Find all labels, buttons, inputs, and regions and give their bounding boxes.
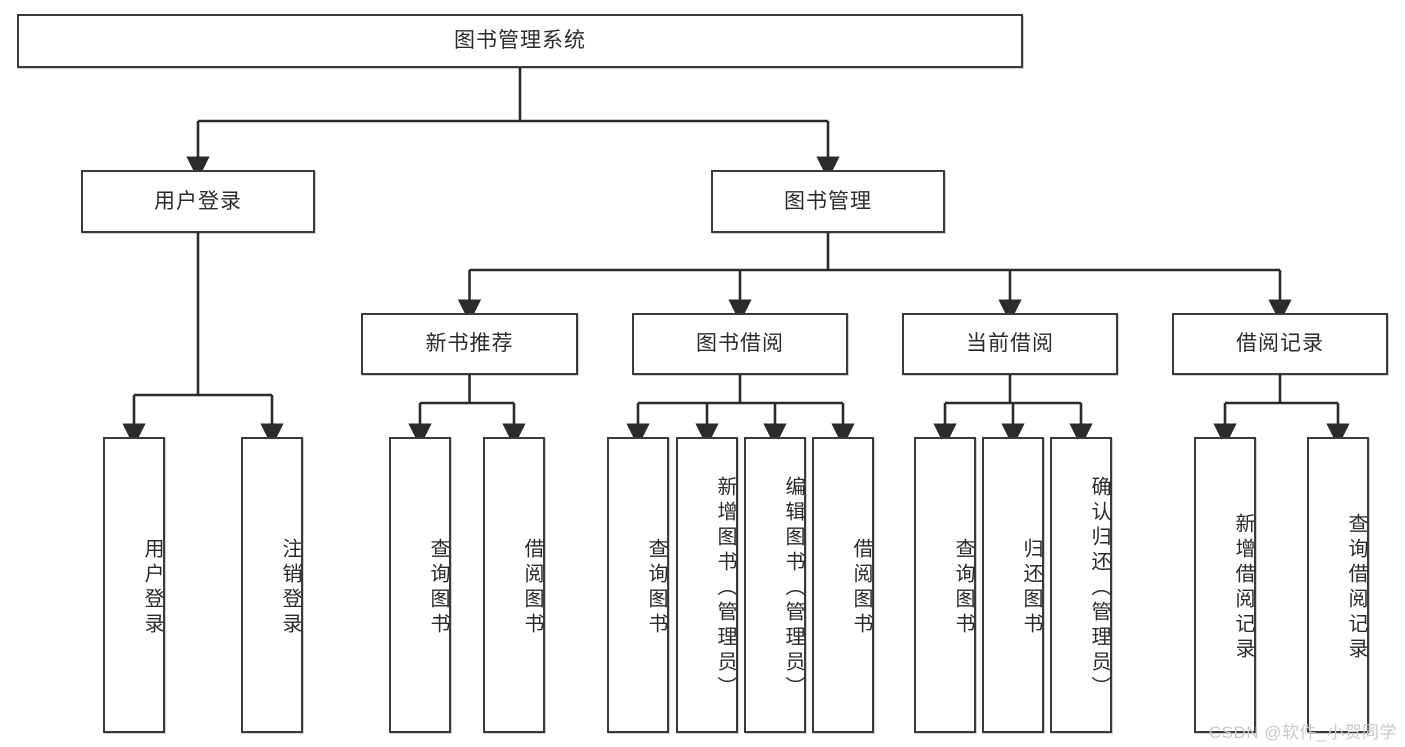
leaf-node-7[interactable]: 编辑图书（管理员） bbox=[744, 437, 806, 733]
node-label: 用户登录 bbox=[141, 538, 163, 638]
node-label: 注销登录 bbox=[279, 538, 301, 638]
leaf-node-10[interactable]: 归还图书 bbox=[982, 437, 1044, 733]
node-label: 确认归还（管理员） bbox=[1088, 475, 1110, 701]
node-label: 新增图书（管理员） bbox=[714, 475, 736, 701]
level3-node-3[interactable]: 当前借阅 bbox=[902, 313, 1118, 375]
leaf-node-1[interactable]: 用户登录 bbox=[103, 437, 165, 733]
leaf-node-6[interactable]: 新增图书（管理员） bbox=[676, 437, 738, 733]
node-label: 图书管理 bbox=[784, 189, 872, 213]
level3-node-4[interactable]: 借阅记录 bbox=[1172, 313, 1388, 375]
leaf-node-12[interactable]: 新增借阅记录 bbox=[1194, 437, 1256, 733]
watermark-text: CSDN @软件_小贺同学 bbox=[1208, 723, 1397, 742]
node-label: 图书借阅 bbox=[696, 332, 784, 356]
leaf-node-4[interactable]: 借阅图书 bbox=[483, 437, 545, 733]
node-label: 借阅图书 bbox=[521, 538, 543, 638]
level3-node-2[interactable]: 图书借阅 bbox=[632, 313, 848, 375]
leaf-node-2[interactable]: 注销登录 bbox=[241, 437, 303, 733]
node-label: 新书推荐 bbox=[425, 332, 514, 356]
leaf-node-3[interactable]: 查询图书 bbox=[389, 437, 451, 733]
level2-node-2[interactable]: 图书管理 bbox=[711, 170, 945, 233]
node-label: 查询图书 bbox=[427, 538, 449, 638]
node-label: 查询借阅记录 bbox=[1345, 513, 1367, 663]
leaf-node-5[interactable]: 查询图书 bbox=[607, 437, 669, 733]
node-label: 借阅图书 bbox=[850, 538, 872, 638]
level3-node-1[interactable]: 新书推荐 bbox=[361, 313, 578, 375]
level2-node-1[interactable]: 用户登录 bbox=[81, 170, 315, 233]
node-label: 编辑图书（管理员） bbox=[782, 475, 804, 701]
node-label: 当前借阅 bbox=[966, 332, 1054, 356]
node-label: 用户登录 bbox=[154, 189, 242, 213]
leaf-node-13[interactable]: 查询借阅记录 bbox=[1307, 437, 1369, 733]
root-node[interactable]: 图书管理系统 bbox=[17, 14, 1023, 68]
node-label: 图书管理系统 bbox=[454, 29, 586, 53]
node-label: 借阅记录 bbox=[1236, 332, 1324, 356]
node-label: 归还图书 bbox=[1020, 538, 1042, 638]
leaf-node-8[interactable]: 借阅图书 bbox=[812, 437, 874, 733]
node-label: 查询图书 bbox=[952, 538, 974, 638]
leaf-node-11[interactable]: 确认归还（管理员） bbox=[1050, 437, 1112, 733]
node-label: 查询图书 bbox=[645, 538, 667, 638]
leaf-node-9[interactable]: 查询图书 bbox=[914, 437, 976, 733]
node-label: 新增借阅记录 bbox=[1232, 513, 1254, 663]
